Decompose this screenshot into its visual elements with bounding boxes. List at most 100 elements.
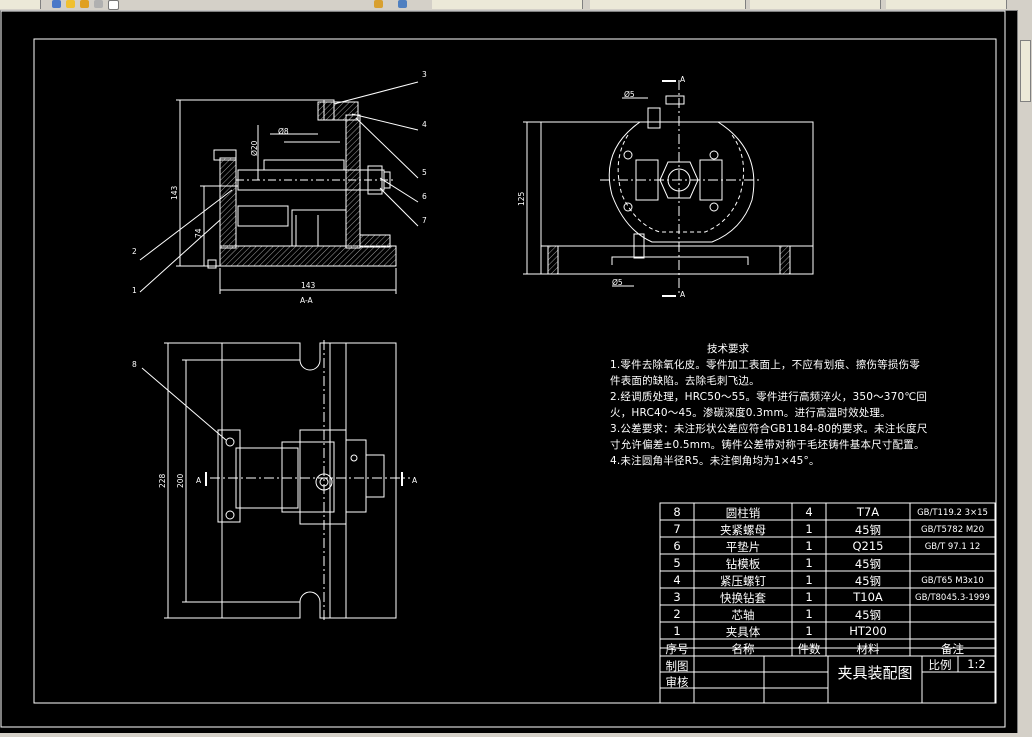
- dim-side-phi5-top: Ø5: [624, 90, 635, 99]
- bom-no-3: 3: [673, 590, 681, 604]
- drawing-svg: [0, 10, 1006, 728]
- bom-qty-2: 1: [805, 607, 813, 621]
- dim-plan-inner: 200: [176, 473, 185, 488]
- note-line-6: 寸允许偏差±0.5mm。铸件公差带对称于毛坯铸件基本尺寸配置。: [610, 439, 925, 451]
- bom-qty-3: 1: [805, 590, 813, 604]
- bom-mat-2: 45钢: [854, 608, 882, 622]
- bom-header-qty: 件数: [797, 642, 821, 656]
- plan-a-left: A: [196, 476, 202, 485]
- lock-icon[interactable]: [94, 0, 103, 8]
- drawing-canvas[interactable]: 143 74 143 A-A Ø20 Ø8 1 2 3 4 5 6 7 8 12…: [0, 10, 1018, 733]
- balloon-5: 5: [422, 168, 427, 177]
- bom-mat-5: 45钢: [854, 557, 882, 571]
- bom-name-8: 圆柱销: [725, 506, 761, 520]
- scroll-thumb[interactable]: [1020, 40, 1031, 102]
- bom-no-1: 1: [673, 624, 681, 638]
- dim-front-width: 143: [301, 281, 316, 290]
- bom-no-2: 2: [673, 607, 681, 621]
- bom-mat-3: T10A: [853, 590, 883, 604]
- bom-name-5: 钻模板: [725, 557, 761, 571]
- bom-qty-6: 1: [805, 539, 813, 553]
- dim-plan-outer: 228: [158, 473, 167, 488]
- color-icon[interactable]: [108, 0, 119, 10]
- bom-no-8: 8: [673, 505, 681, 519]
- bom-name-2: 芯轴: [731, 608, 755, 622]
- note-line-7: 4.未注圆角半径R5。未注倒角均为1×45°。: [610, 455, 820, 467]
- balloon-3: 3: [422, 70, 427, 79]
- sun-icon[interactable]: [80, 0, 89, 8]
- section-label: A-A: [300, 296, 313, 305]
- bom-remark-3: GB/T8045.3-1999: [915, 593, 990, 603]
- bom-header-remark: 备注: [941, 642, 964, 656]
- layer-dropdown[interactable]: [432, 0, 583, 9]
- bom-header-no: 序号: [665, 642, 689, 656]
- bom-name-1: 夹具体: [725, 625, 761, 639]
- bom-header-material: 材料: [856, 642, 880, 656]
- dim-front-phi20: Ø20: [250, 140, 259, 156]
- note-line-3: 2.经调质处理，HRC50～55。零件进行高频淬火，350～370℃回: [610, 391, 928, 403]
- bom-no-6: 6: [673, 539, 681, 553]
- bom-no-4: 4: [673, 573, 681, 587]
- bom-name-3: 快换钻套: [720, 591, 766, 605]
- inner-frame: [33, 38, 997, 704]
- bom-remark-6: GB/T 97.1 12: [924, 542, 981, 552]
- dim-front-phi8: Ø8: [278, 127, 289, 136]
- plotstyle-dropdown[interactable]: [886, 0, 1007, 9]
- front-section-view: [139, 81, 419, 294]
- bom-remark-8: GB/T119.2 3×15: [917, 508, 988, 518]
- bom-name-4: 紧压螺钉: [720, 574, 766, 588]
- bom-qty-8: 4: [805, 505, 813, 519]
- bom-remark-7: GB/T5782 M20: [921, 525, 984, 535]
- color-dropdown[interactable]: [590, 0, 746, 9]
- side-a-top: A: [680, 75, 686, 84]
- balloon-8: 8: [132, 360, 137, 369]
- linetype-dropdown[interactable]: [750, 0, 881, 9]
- balloon-7: 7: [422, 216, 427, 225]
- note-line-5: 3.公差要求：未注形状公差应符合GB1184-80的要求。未注长度尺: [610, 423, 928, 435]
- bom-qty-5: 1: [805, 556, 813, 570]
- bom-mat-1: HT200: [849, 624, 887, 638]
- bom-name-7: 夹紧螺母: [720, 523, 766, 537]
- bom-name-6: 平垫片: [725, 540, 761, 554]
- layer-icon[interactable]: [52, 0, 61, 8]
- balloon-6: 6: [422, 192, 427, 201]
- plan-a-right: A: [412, 476, 418, 485]
- bom-qty-4: 1: [805, 573, 813, 587]
- layer-prop-icon[interactable]: [398, 0, 407, 8]
- bom-no-5: 5: [673, 556, 681, 570]
- balloon-4: 4: [422, 120, 427, 129]
- bulb-icon[interactable]: [66, 0, 75, 8]
- bom-qty-1: 1: [805, 624, 813, 638]
- note-line-2: 件表面的缺陷。去除毛刺飞边。: [610, 375, 760, 387]
- bom-qty-7: 1: [805, 522, 813, 536]
- dim-side-phi5-bottom: Ø5: [612, 278, 623, 287]
- bom-mat-6: Q215: [852, 539, 884, 553]
- horizontal-scrollbar[interactable]: [0, 733, 1032, 737]
- dim-side-height: 125: [517, 191, 526, 206]
- side-view: [523, 80, 814, 297]
- scale-value: 1:2: [967, 657, 986, 671]
- balloon-1: 1: [132, 286, 137, 295]
- bom-mat-4: 45钢: [854, 574, 882, 588]
- bom-remark-4: GB/T65 M3x10: [921, 576, 984, 586]
- drawing-title: 夹具装配图: [837, 664, 913, 682]
- bom-mat-7: 45钢: [854, 523, 882, 537]
- note-line-1: 1.零件去除氧化皮。零件加工表面上，不应有划痕、擦伤等损伤零: [610, 359, 921, 371]
- title-checked-label: 审核: [665, 675, 689, 689]
- note-line-4: 火，HRC40～45。渗碳深度0.3mm。进行高温时效处理。: [610, 407, 891, 419]
- title-drawn-label: 制图: [665, 659, 689, 673]
- bom-grid: [659, 502, 996, 704]
- side-a-bottom: A: [680, 290, 686, 299]
- dim-front-mid: 74: [194, 228, 203, 238]
- notes-title: 技术要求: [707, 343, 749, 355]
- dim-front-height: 143: [170, 185, 179, 200]
- bom-no-7: 7: [673, 522, 681, 536]
- match-icon[interactable]: [374, 0, 383, 8]
- vertical-scrollbar[interactable]: [1017, 10, 1032, 737]
- scale-label: 比例: [928, 658, 952, 672]
- toolbar-segment-standard[interactable]: [0, 0, 41, 9]
- bom-header-name: 名称: [731, 642, 755, 656]
- plan-view: [141, 340, 410, 622]
- bom-mat-8: T7A: [856, 505, 880, 519]
- balloon-2: 2: [132, 247, 137, 256]
